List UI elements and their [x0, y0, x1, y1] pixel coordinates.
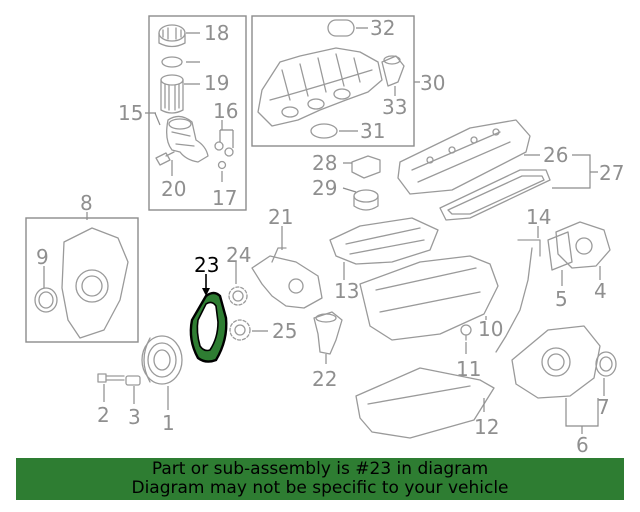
callout-26: 26 [543, 143, 568, 167]
seals-16 [214, 141, 234, 157]
front-cover [511, 325, 601, 399]
oil-pump [251, 247, 323, 309]
windage-tray [329, 217, 439, 265]
callout-12: 12 [474, 415, 499, 439]
dowel-3 [125, 375, 141, 386]
part-note-banner: Part or sub-assembly is #23 in diagram D… [16, 458, 624, 500]
callout-23-arrow [202, 288, 210, 296]
callout-30: 30 [420, 71, 445, 95]
dipstick-tube [495, 239, 541, 353]
seal-31 [310, 123, 338, 139]
callout-33: 33 [382, 95, 407, 119]
drain-plug [460, 324, 472, 341]
callout-13: 13 [334, 279, 359, 303]
oil-pressure-sensor [155, 151, 175, 166]
callout-4: 4 [594, 279, 607, 303]
callout-8: 8 [80, 191, 93, 215]
banner-background [16, 458, 624, 500]
intake-manifold-group-box [251, 15, 415, 147]
callout-21: 21 [268, 205, 293, 229]
timing-cover [61, 227, 129, 339]
callout-7: 7 [597, 395, 610, 419]
breather-28 [351, 155, 381, 179]
oil-filter-o-ring [161, 56, 183, 68]
seal-17 [217, 160, 227, 170]
callout-31: 31 [360, 119, 385, 143]
callout-28: 28 [312, 151, 337, 175]
gasket-32 [327, 19, 355, 37]
valve-cover [397, 119, 531, 195]
callout-6: 6 [576, 433, 589, 457]
oil-filter-cap [158, 24, 186, 48]
callout-18: 18 [204, 21, 229, 45]
callout-3: 3 [128, 405, 141, 429]
lower-oil-pan [355, 367, 495, 439]
callout-23: 23 [194, 253, 219, 277]
banner-line-1: Part or sub-assembly is #23 in diagram [151, 459, 489, 479]
callout-27: 27 [599, 161, 624, 185]
cover-4 [555, 221, 611, 269]
callout-1: 1 [162, 411, 175, 435]
gasket-5 [547, 231, 573, 271]
callout-25: 25 [272, 319, 297, 343]
sprocket-25 [229, 319, 251, 341]
oil-filter-element [160, 74, 184, 114]
valve-cover-gasket [439, 169, 551, 221]
oil-filter-housing [166, 115, 209, 163]
callout-24: 24 [226, 243, 251, 267]
timing-cover-group-box [25, 217, 139, 343]
callout-14: 14 [526, 205, 551, 229]
crankshaft-pulley [141, 335, 183, 385]
front-seal [595, 351, 617, 377]
callout-16: 16 [213, 99, 238, 123]
callout-17: 17 [212, 186, 237, 210]
highlighted-part-23 [189, 291, 228, 363]
intake-manifold [257, 47, 383, 127]
callout-15: 15 [118, 101, 143, 125]
callout-32: 32 [370, 16, 395, 40]
seal-9 [34, 287, 58, 313]
callout-5: 5 [555, 287, 568, 311]
bolt-2 [97, 373, 125, 383]
callout-19: 19 [204, 71, 229, 95]
upper-oil-pan [359, 255, 499, 341]
callout-2: 2 [97, 403, 110, 427]
callout-29: 29 [312, 176, 337, 200]
callout-9: 9 [36, 245, 49, 269]
cap-29 [353, 189, 379, 211]
callout-20: 20 [161, 177, 186, 201]
sprocket-24 [228, 286, 248, 306]
throttle-elbow-33 [381, 55, 405, 87]
callout-22: 22 [312, 367, 337, 391]
oil-pickup [313, 311, 343, 355]
callout-10: 10 [478, 317, 503, 341]
banner-line-2: Diagram may not be specific to your vehi… [131, 478, 509, 498]
